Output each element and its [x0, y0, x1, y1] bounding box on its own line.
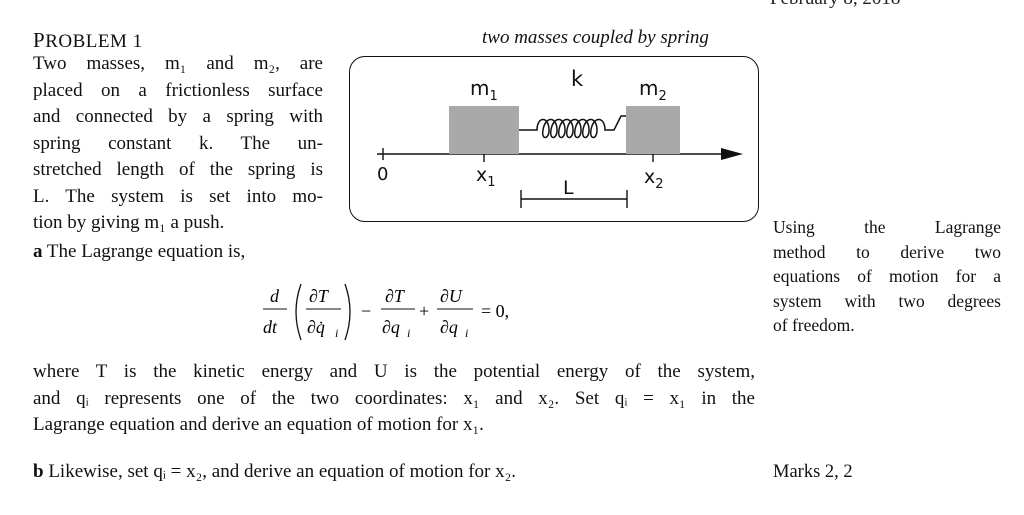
side-note-line: equations of motion for a	[773, 266, 1001, 286]
mass-1-label: m1	[470, 76, 498, 104]
lagrange-equation: d dt ∂T ∂q̇ i − ∂T ∂q i + ∂U ∂q i = 0,	[263, 283, 509, 341]
intro-line: spring constant k. The un-	[33, 132, 323, 154]
mass-2-block	[626, 106, 680, 154]
x2-label: x2	[644, 166, 664, 192]
side-note-line: system with two degrees	[773, 290, 1001, 311]
x1-label: x1	[476, 164, 496, 190]
side-note-line: of freedom.	[773, 315, 855, 335]
marks-label: Marks 2, 2	[773, 462, 853, 482]
part-a-label: a	[33, 241, 43, 262]
problem-title-rest: ROBLEM	[45, 31, 128, 52]
spring-constant-label: k	[571, 67, 584, 91]
eq-sub-i-2: i	[407, 326, 410, 340]
problem-number: 1	[132, 31, 143, 52]
eq-plus: +	[419, 301, 429, 321]
part-b: b Likewise, set qᵢ = x₂, and derive an e…	[33, 461, 516, 483]
part-b-label: b	[33, 461, 44, 482]
part-a-body: where T is the kinetic energy and U is t…	[33, 359, 755, 439]
eq-dt: dt	[263, 317, 278, 337]
spring-coil	[519, 115, 626, 139]
part-b-text: Likewise, set qᵢ = x₂, and derive an equ…	[48, 461, 516, 482]
body-line: Lagrange equation and derive an equation…	[33, 414, 484, 435]
origin-label: 0	[377, 164, 389, 185]
mass-1-block	[449, 106, 519, 154]
eq-equals-zero: = 0,	[481, 301, 509, 321]
eq-sub-i-3: i	[465, 326, 468, 340]
eq-partial-T-1: ∂T	[309, 286, 330, 306]
body-line: where T is the kinetic energy and U is t…	[33, 361, 755, 382]
eq-partial-qdot: ∂q̇	[307, 317, 325, 337]
part-a-text: The Lagrange equation is,	[46, 241, 246, 262]
side-note: Using the Lagrange method to derive two …	[773, 215, 1001, 338]
eq-partial-q-2: ∂q	[440, 317, 458, 337]
x-axis-arrowhead	[721, 148, 743, 160]
diagram-caption: two masses coupled by spring	[482, 27, 709, 48]
eq-minus: −	[361, 301, 371, 321]
spring-mass-drawing	[377, 106, 743, 208]
intro-line: Two masses, m₁ and m₂, are	[33, 53, 323, 74]
side-note-line: method to derive two	[773, 241, 1001, 262]
intro-line: stretched length of the spring is	[33, 159, 323, 180]
problem-title: PROBLEM 1	[33, 28, 143, 53]
intro-line: and connected by a spring with	[33, 106, 323, 127]
length-label: L	[563, 177, 574, 199]
eq-left-paren	[295, 283, 302, 341]
problem-intro: Two masses, m₁ and m₂, are placed on a f…	[33, 51, 323, 237]
eq-right-paren	[344, 283, 351, 341]
mass-2-label: m2	[639, 76, 667, 104]
intro-line: L. The system is set into mo-	[33, 185, 323, 207]
problem-title-initial: P	[33, 28, 46, 52]
side-note-line: Using the Lagrange	[773, 217, 1001, 237]
eq-partial-q-1: ∂q	[382, 317, 400, 337]
part-a: a The Lagrange equation is,	[33, 241, 245, 263]
body-line: and qᵢ represents one of the two coordin…	[33, 387, 755, 409]
eq-partial-U: ∂U	[440, 286, 463, 306]
eq-sub-i-1: i	[335, 326, 338, 340]
intro-line: tion by giving m₁ a push.	[33, 212, 225, 233]
header-date: February 8, 2018	[770, 0, 900, 10]
spring-mass-diagram	[349, 56, 759, 222]
eq-partial-T-2: ∂T	[385, 286, 406, 306]
intro-line: placed on a frictionless surface	[33, 79, 323, 101]
eq-d: d	[270, 286, 280, 306]
